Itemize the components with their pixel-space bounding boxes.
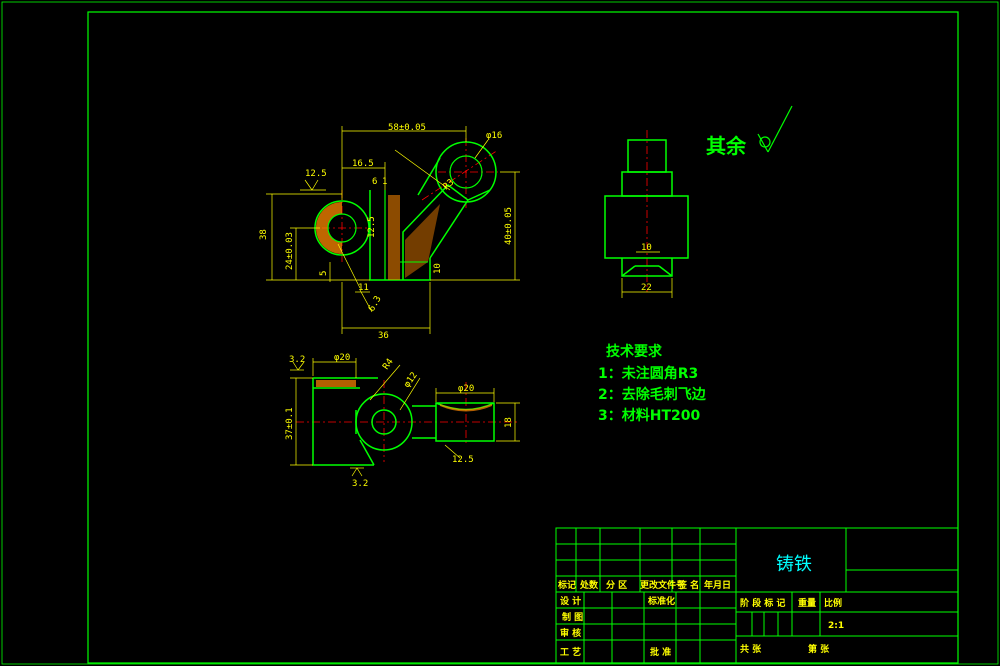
dim-12-5-mid: 12.5 [367, 216, 377, 238]
side-view [604, 130, 689, 298]
tech-req-item: 3：材料HT200 [598, 407, 700, 424]
rough-3-2-top: 3.2 [289, 355, 305, 365]
title-block [555, 527, 959, 664]
tb-process: 工 艺 [560, 646, 581, 658]
dim-side-10: 10 [641, 243, 652, 253]
roughness-symbol [757, 105, 793, 153]
rough-12-5: 12.5 [305, 169, 327, 179]
tb-row-label: 分 区 [606, 579, 627, 591]
tb-row-label: 标记 [557, 579, 576, 591]
drawing-frame [87, 11, 959, 664]
tb-sheet: 第 张 [808, 643, 830, 655]
dim-side-22: 22 [641, 283, 652, 293]
tb-row-label: 年月日 [704, 579, 731, 591]
tb-weight: 重量 [798, 597, 816, 609]
rough-3-2-bottom: 3.2 [352, 479, 368, 489]
dim-phi20-right: φ20 [458, 384, 474, 394]
dim-11: 11 [358, 283, 369, 293]
material-label: 铸铁 [776, 554, 812, 575]
dim-24: 24±0.03 [285, 232, 295, 270]
tb-std: 标准化 [647, 595, 675, 607]
tb-drafter: 制 图 [562, 611, 583, 623]
dim-10: 10 [433, 263, 443, 274]
tech-req-item: 1：未注圆角R3 [598, 365, 698, 382]
dim-16-5: 16.5 [352, 159, 374, 169]
bottom-view [290, 358, 520, 477]
tb-approve: 批 准 [650, 646, 671, 658]
dim-38: 38 [259, 229, 269, 240]
tb-design: 设 计 [560, 595, 581, 607]
tb-check: 审 核 [560, 627, 581, 639]
dim-36: 36 [378, 331, 389, 341]
dim-37: 37±0.1 [285, 407, 295, 440]
tb-row-label: 更改文件号 [640, 579, 685, 591]
surface-note: 其余 [706, 134, 747, 158]
dim-phi20-left: φ20 [334, 353, 350, 363]
main-view [266, 126, 520, 334]
dim-6: 6 [372, 177, 377, 187]
tech-req-title: 技术要求 [606, 343, 663, 360]
tb-scale: 比例 [824, 597, 842, 609]
rough-12-5-bottom: 12.5 [452, 455, 474, 465]
tech-req-item: 2：去除毛刺飞边 [598, 386, 707, 403]
tb-stage: 阶 段 标 记 [740, 597, 785, 609]
dim-1: 1 [382, 177, 387, 187]
dim-phi16: φ16 [486, 131, 502, 141]
tb-row-label: 签 名 [677, 579, 699, 591]
dim-18: 18 [504, 417, 514, 428]
dim-5: 5 [319, 271, 329, 276]
tb-total: 共 张 [740, 643, 762, 655]
dim-top-width: 58±0.05 [388, 123, 426, 133]
tb-row-label: 处数 [579, 579, 599, 591]
tb-scale-value: 2:1 [828, 621, 844, 631]
dim-40: 40±0.05 [504, 207, 514, 245]
